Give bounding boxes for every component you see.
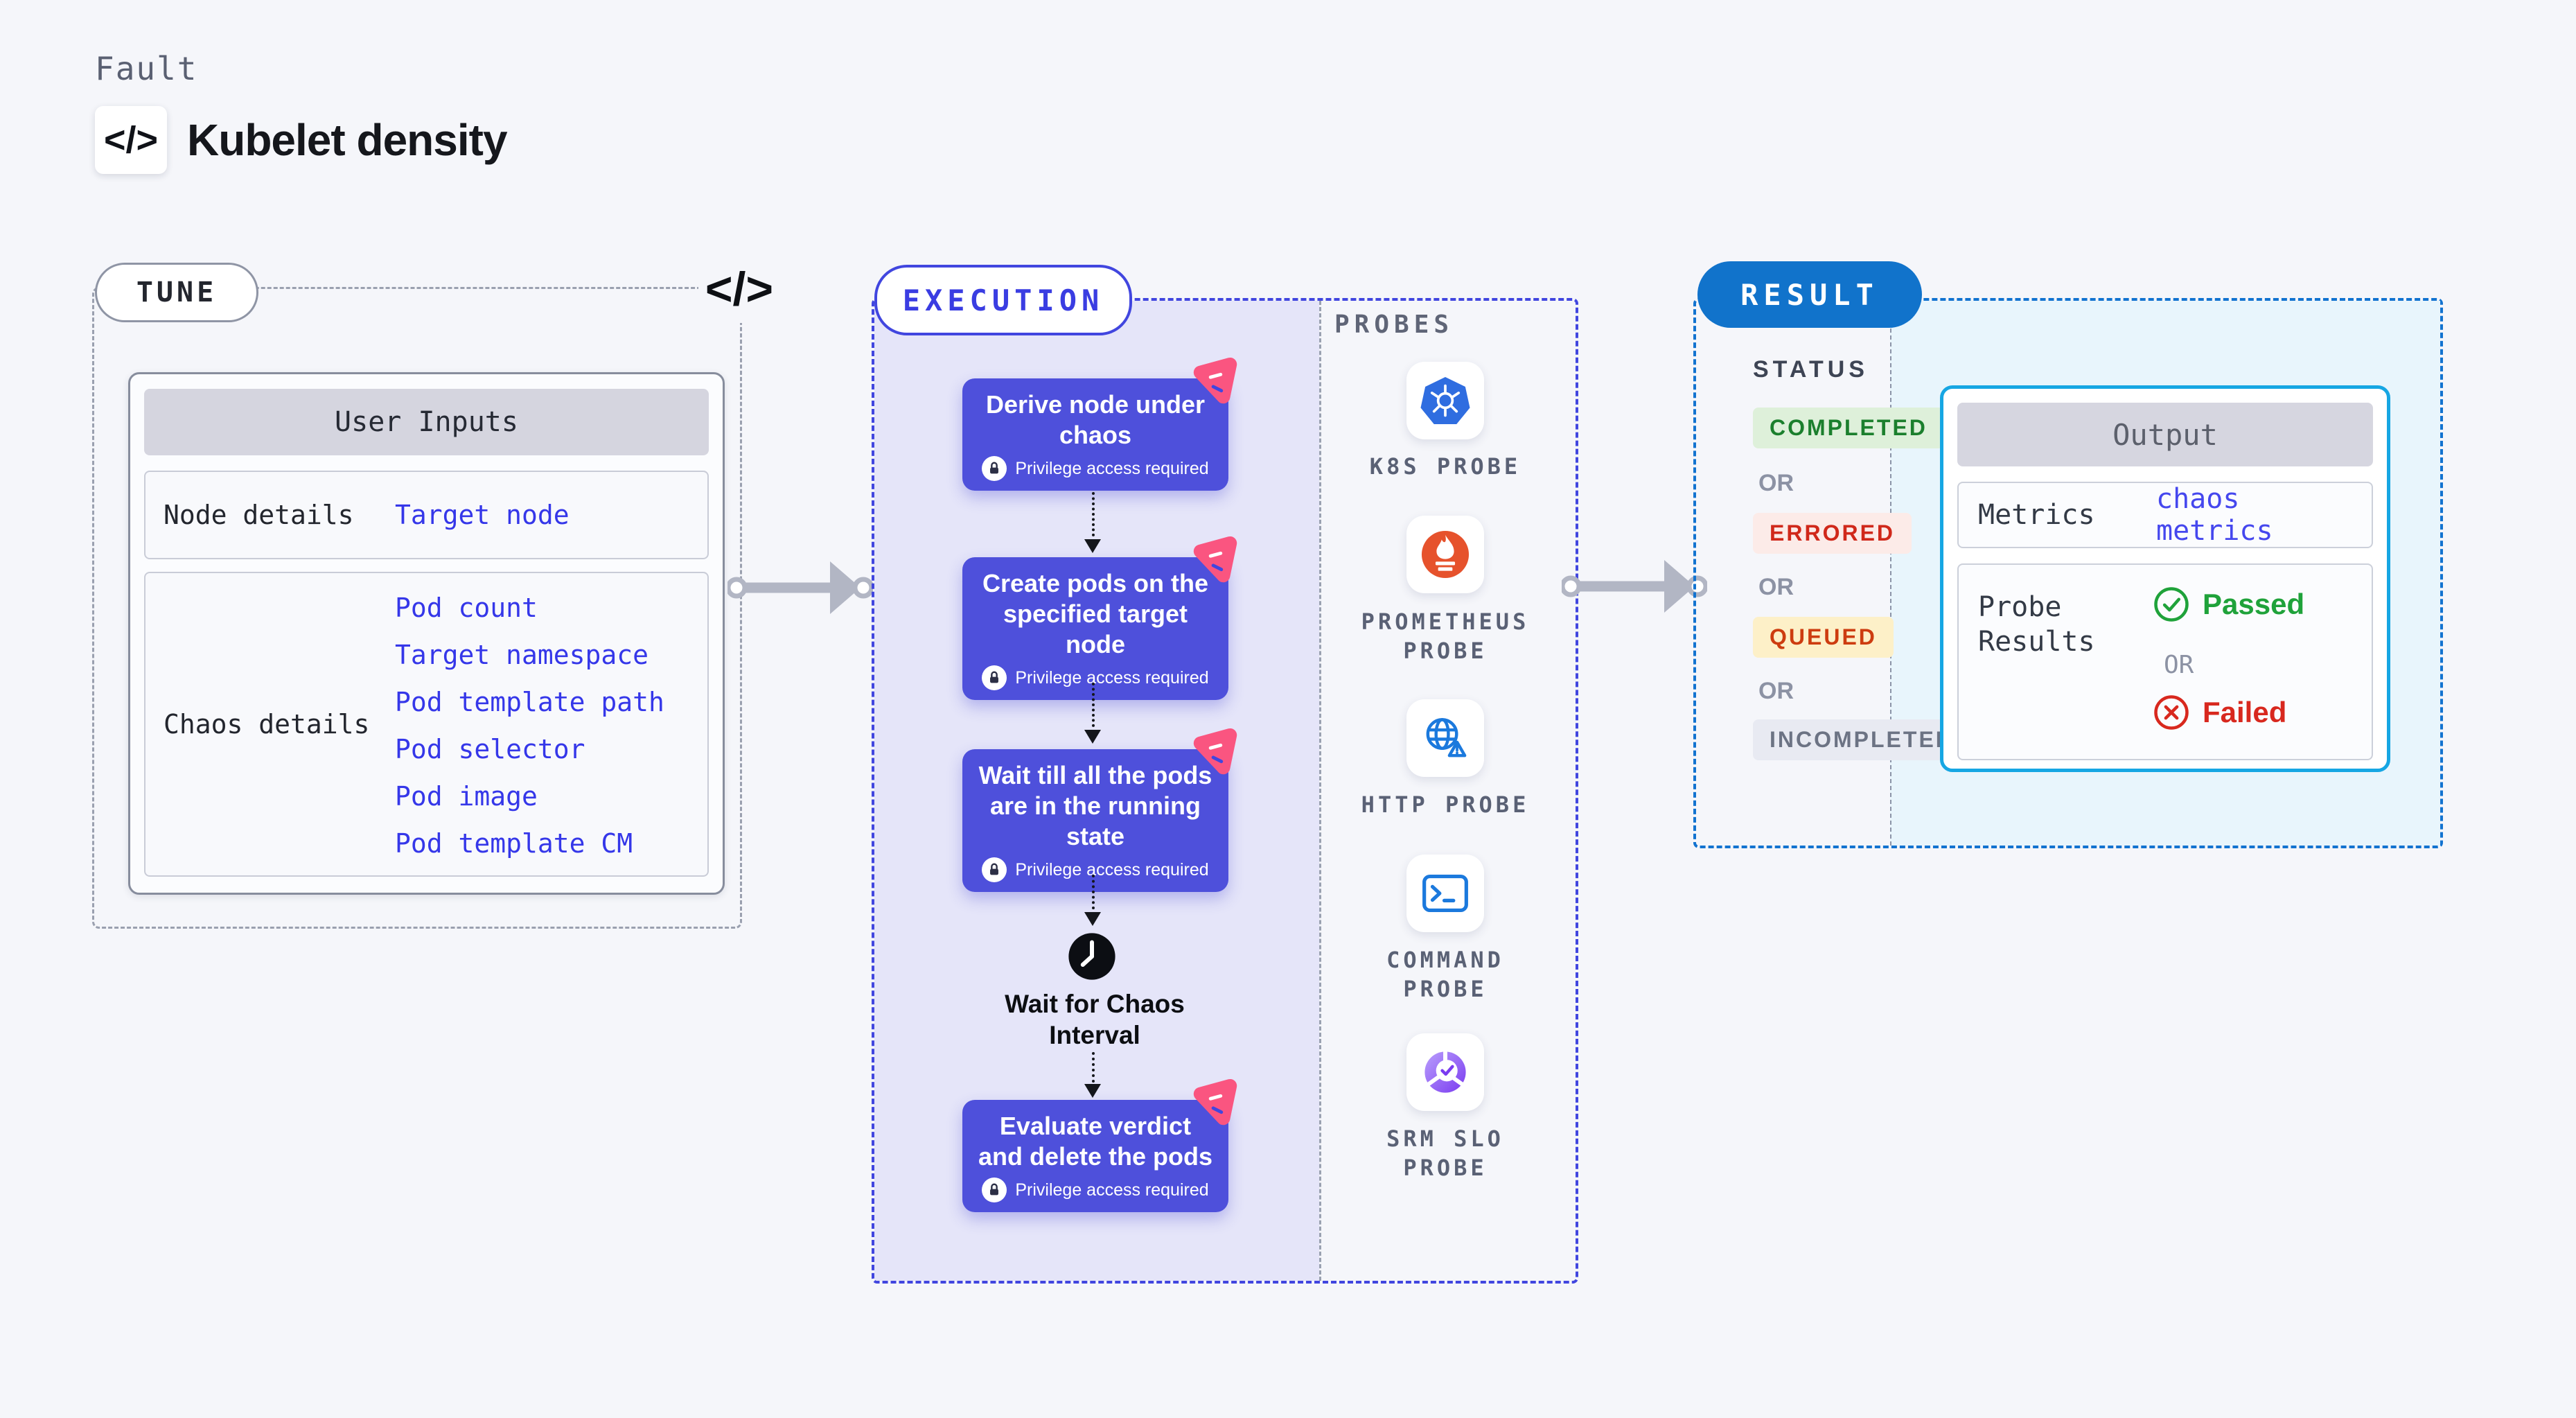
or-separator: OR xyxy=(2164,651,2194,679)
arrow-down-icon xyxy=(1084,539,1101,553)
slo-donut-check-icon xyxy=(1406,1033,1484,1111)
pod-template-cm-link[interactable]: Pod template CM xyxy=(395,828,633,859)
pod-template-path-link[interactable]: Pod template path xyxy=(395,687,664,717)
probe-label: COMMAND PROBE xyxy=(1386,947,1504,1002)
pod-image-link[interactable]: Pod image xyxy=(395,781,538,812)
step-wait-pods-running: Wait till all the pods are in the runnin… xyxy=(962,728,1237,892)
pod-count-link[interactable]: Pod count xyxy=(395,593,538,623)
code-icon: </> xyxy=(103,119,159,161)
privilege-text: Privilege access required xyxy=(1015,859,1209,879)
failed-verdict: Failed xyxy=(2153,694,2286,731)
step-create-pods: Create pods on the specified target node… xyxy=(962,536,1237,700)
page-title: Kubelet density xyxy=(187,115,508,165)
flow-connector xyxy=(1092,1052,1095,1083)
chaos-experiment-icon xyxy=(1193,536,1237,583)
arrow-right-icon xyxy=(727,561,873,614)
execution-pill: EXECUTION xyxy=(874,265,1132,335)
lock-icon xyxy=(982,857,1007,882)
probe-label: SRM SLO PROBE xyxy=(1386,1126,1504,1181)
status-badge-queued: QUEUED xyxy=(1753,617,1894,658)
node-details-label: Node details xyxy=(164,500,354,530)
probe-label: PROMETHEUS PROBE xyxy=(1361,609,1530,664)
tune-pill: TUNE xyxy=(95,263,258,322)
step-text: Create pods on the specified target node xyxy=(982,569,1209,658)
status-badge-incompleted: INCOMPLETED xyxy=(1753,719,1970,760)
privilege-row: Privilege access required xyxy=(976,1178,1215,1202)
passed-text: Passed xyxy=(2203,588,2305,620)
arrow-down-icon xyxy=(1084,912,1101,926)
chaos-metrics-link[interactable]: chaos metrics xyxy=(2156,483,2273,547)
fault-eyebrow: Fault xyxy=(95,50,198,87)
chaos-experiment-icon xyxy=(1193,357,1237,404)
kubernetes-icon xyxy=(1406,362,1484,439)
probe-results-label: Probe Results xyxy=(1978,591,2095,658)
privilege-text: Privilege access required xyxy=(1015,1180,1209,1200)
privilege-text: Privilege access required xyxy=(1015,458,1209,478)
arrow-down-icon xyxy=(1084,730,1101,744)
lock-icon xyxy=(982,456,1007,481)
status-title: STATUS xyxy=(1753,356,1869,383)
user-inputs-card: User Inputs Node details Target node Cha… xyxy=(128,372,725,895)
terminal-icon xyxy=(1406,855,1484,932)
probe-label: K8S PROBE xyxy=(1369,453,1521,480)
code-icon: </> xyxy=(698,255,780,323)
chaos-details-links: Pod count Target namespace Pod template … xyxy=(395,594,664,858)
arrow-down-icon xyxy=(1084,1084,1101,1098)
probe-results-row: Probe Results Passed OR Failed xyxy=(1957,563,2373,760)
failed-text: Failed xyxy=(2203,696,2287,728)
chaos-experiment-icon xyxy=(1193,1078,1237,1126)
user-inputs-header: User Inputs xyxy=(144,389,709,455)
chaos-details-row: Chaos details Pod count Target namespace… xyxy=(144,572,709,877)
target-node-link[interactable]: Target node xyxy=(395,500,570,530)
status-badge-errored: ERRORED xyxy=(1753,513,1912,554)
flow-connector xyxy=(1092,683,1095,727)
code-icon-box: </> xyxy=(95,106,167,174)
step-text: Evaluate verdict and delete the pods xyxy=(978,1112,1213,1171)
wait-for-chaos-interval-label: Wait for Chaos Interval xyxy=(1005,990,1185,1049)
node-details-row: Node details Target node xyxy=(144,471,709,559)
check-circle-icon xyxy=(2154,587,2189,622)
chaos-details-label: Chaos details xyxy=(164,709,370,739)
pod-selector-link[interactable]: Pod selector xyxy=(395,734,585,764)
probes-title: PROBES xyxy=(1334,310,1454,339)
prometheus-flame-icon xyxy=(1406,516,1484,593)
lock-icon xyxy=(982,665,1007,690)
metrics-row: Metrics chaos metrics xyxy=(1957,482,2373,548)
probe-label: HTTP PROBE xyxy=(1361,791,1530,818)
target-namespace-link[interactable]: Target namespace xyxy=(395,640,649,670)
privilege-text: Privilege access required xyxy=(1015,667,1209,688)
arrow-right-icon xyxy=(1562,560,1707,613)
output-header: Output xyxy=(1957,403,2373,466)
output-card: Output Metrics chaos metrics Probe Resul… xyxy=(1940,385,2390,772)
clock-icon xyxy=(1068,933,1115,980)
or-separator: OR xyxy=(1758,574,1794,600)
or-separator: OR xyxy=(1758,470,1794,496)
step-evaluate-verdict: Evaluate verdict and delete the pods Pri… xyxy=(962,1078,1237,1212)
probes-divider xyxy=(1319,301,1321,1281)
or-separator: OR xyxy=(1758,678,1794,704)
flow-connector xyxy=(1092,875,1095,909)
metrics-label: Metrics xyxy=(1978,499,2095,531)
tune-panel xyxy=(92,287,742,929)
passed-verdict: Passed xyxy=(2153,586,2304,623)
step-text: Derive node under chaos xyxy=(985,390,1206,449)
step-derive-node: Derive node under chaos Privilege access… xyxy=(962,357,1237,491)
chaos-experiment-icon xyxy=(1193,728,1237,775)
x-circle-icon xyxy=(2154,695,2189,730)
result-pill: RESULT xyxy=(1697,261,1922,328)
status-badge-completed: COMPLETED xyxy=(1753,408,1944,448)
lock-icon xyxy=(982,1178,1007,1202)
privilege-row: Privilege access required xyxy=(976,857,1215,882)
step-text: Wait till all the pods are in the runnin… xyxy=(978,761,1212,850)
privilege-row: Privilege access required xyxy=(976,456,1215,481)
flow-connector xyxy=(1092,492,1095,536)
privilege-row: Privilege access required xyxy=(976,665,1215,690)
globe-warning-icon xyxy=(1406,699,1484,777)
